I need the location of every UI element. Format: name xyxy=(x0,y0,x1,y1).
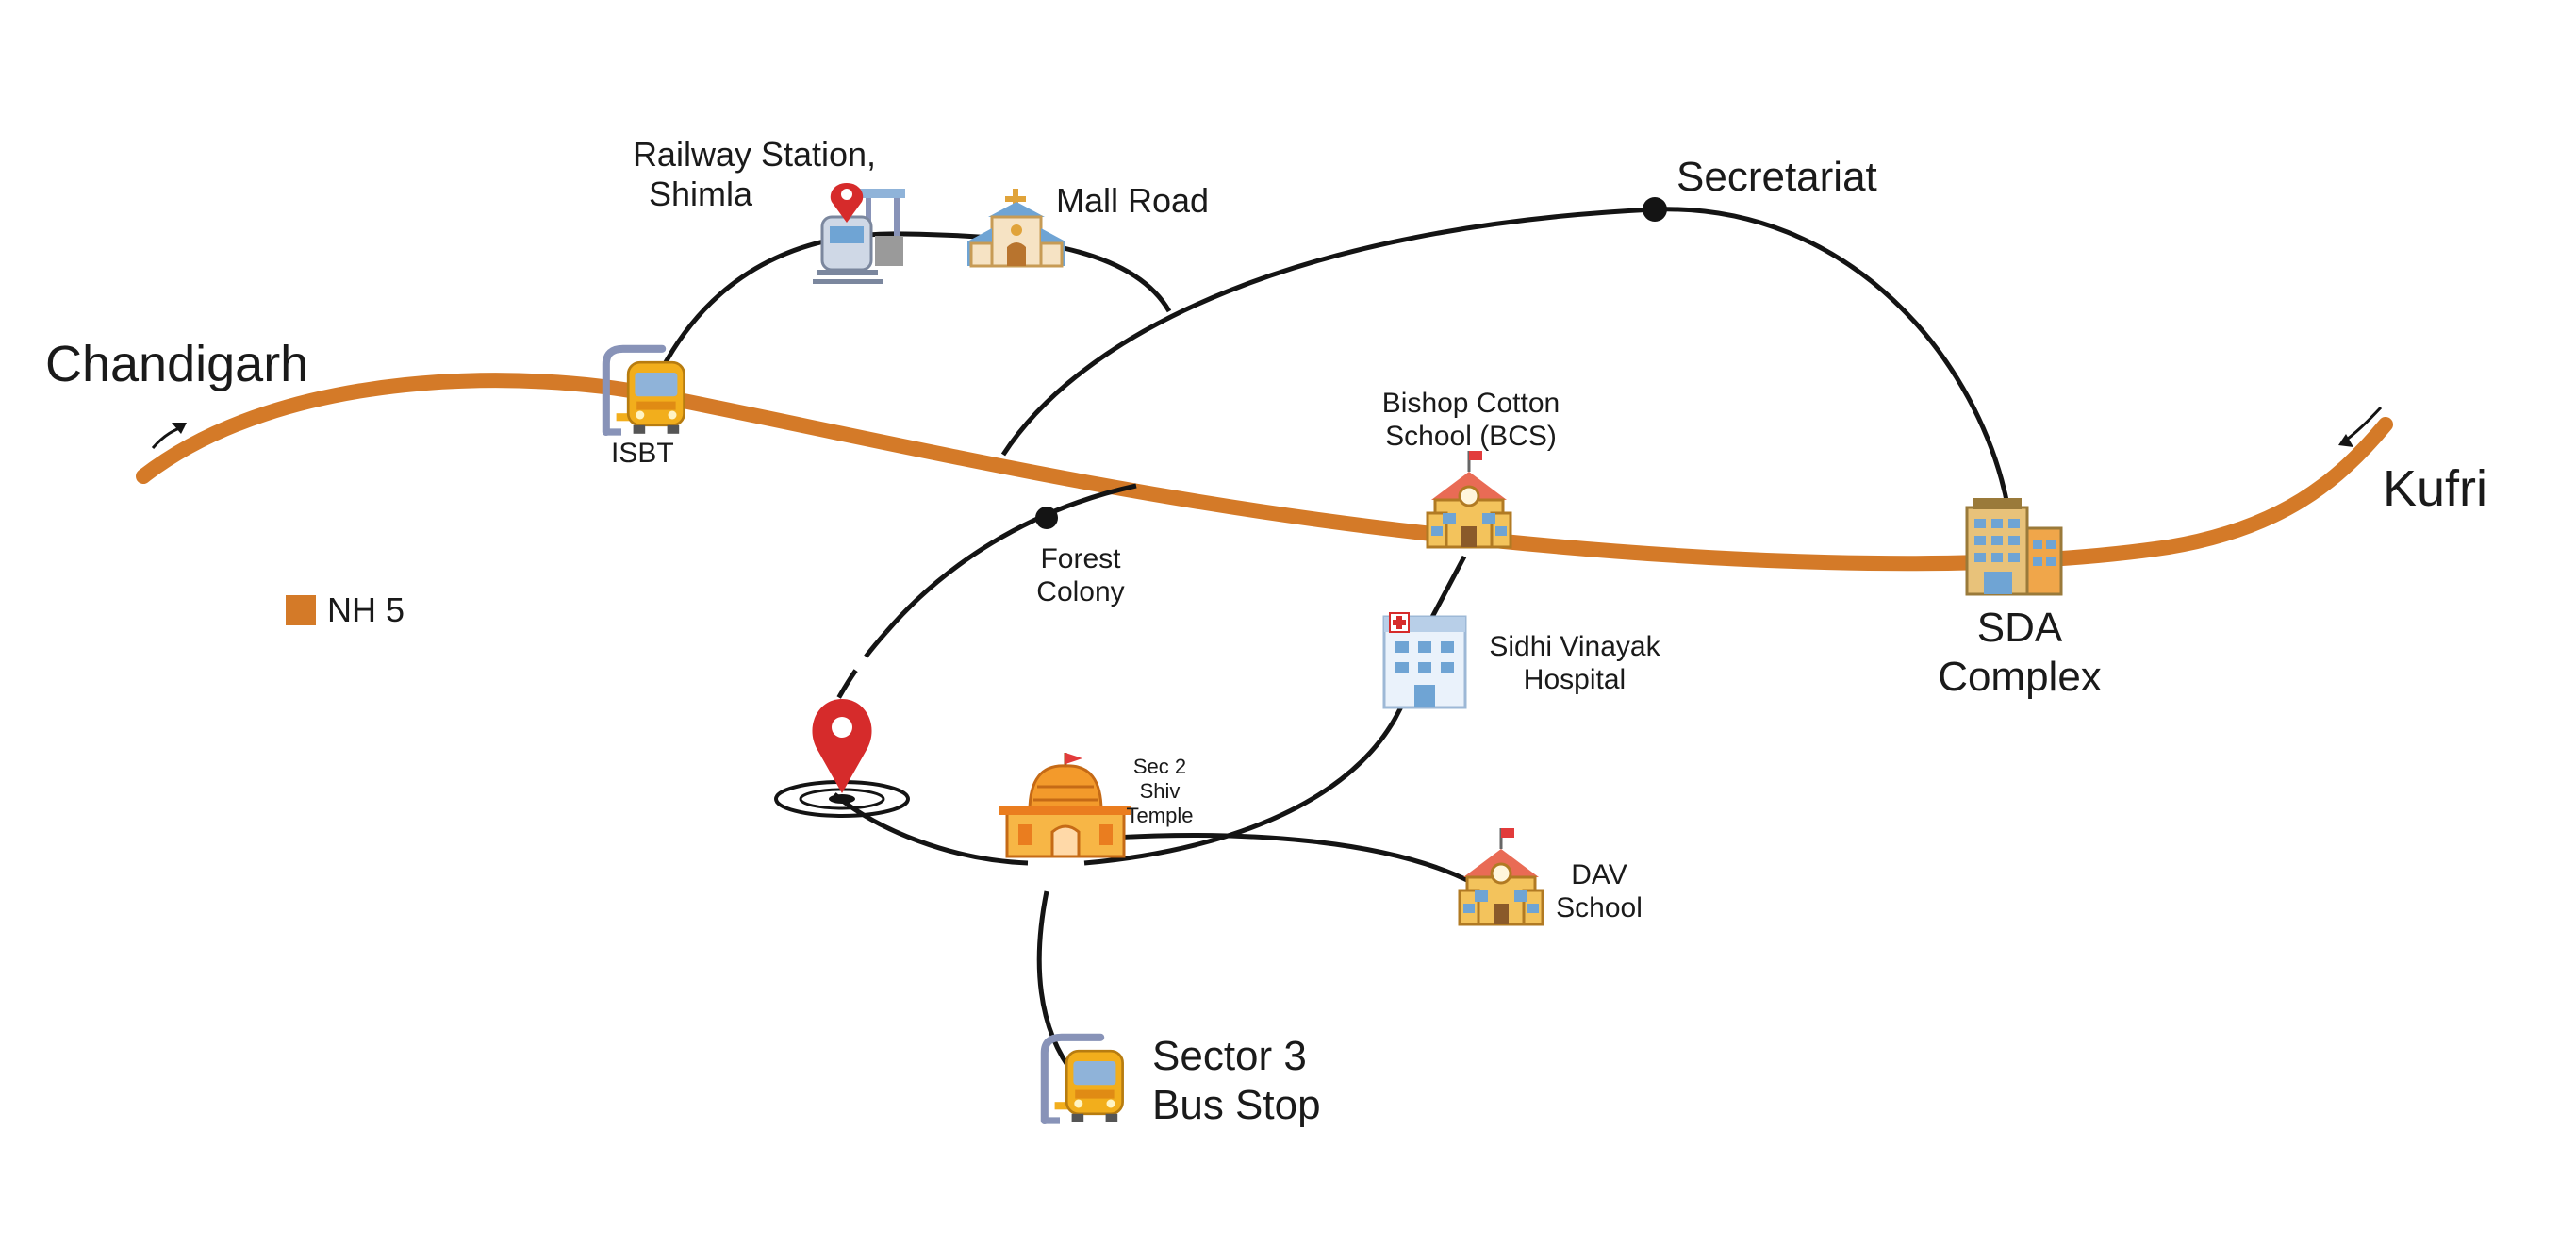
location-pin-icon xyxy=(774,699,910,818)
secretariat-dot xyxy=(1643,197,1667,222)
route-forest-colony xyxy=(884,483,1137,634)
label-sda-line2: Complex xyxy=(1938,653,2102,700)
label-sda-line1: SDA xyxy=(1976,605,2063,651)
legend-swatch-nh5 xyxy=(286,595,316,626)
label-shiv-temple-line1: Sec 2 xyxy=(1132,755,1187,778)
label-sector3-line1: Sector 3 xyxy=(1152,1033,1307,1079)
arrow-kufri-icon xyxy=(2338,406,2383,447)
train-station-icon xyxy=(813,183,905,284)
dav-school-icon xyxy=(1458,826,1544,926)
label-mall-road: Mall Road xyxy=(1056,181,1210,220)
label-forest-colony: Forest Colony xyxy=(1024,542,1137,609)
label-bcs-line2: School (BCS) xyxy=(1385,421,1557,453)
label-sidhi-vinayak: Sidhi Vinayak Hospital xyxy=(1480,630,1669,697)
route-isbt-railway-mallroad xyxy=(657,231,1172,374)
route-pin-temple xyxy=(833,792,1029,866)
label-dav-school: DAV School xyxy=(1543,858,1656,925)
label-dav-line1: DAV xyxy=(1571,859,1627,890)
label-secretariat: Secretariat xyxy=(1676,154,1877,200)
route-temple-hospital-bcs xyxy=(1083,555,1467,866)
label-dav-line2: School xyxy=(1556,892,1643,924)
route-temple-sector3 xyxy=(1036,890,1077,1077)
label-sector3-line2: Bus Stop xyxy=(1152,1081,1321,1128)
label-sector3-bus-stop: Sector 3 Bus Stop xyxy=(1152,1032,1321,1130)
legend-label-nh5: NH 5 xyxy=(327,590,405,629)
route-temple-dav xyxy=(1112,832,1473,885)
forest-colony-dot xyxy=(1035,507,1058,529)
label-kufri: Kufri xyxy=(2383,460,2488,517)
label-shiv-temple: Sec 2 Shiv Temple xyxy=(1122,755,1197,828)
highway-nh5 xyxy=(136,373,2393,572)
label-bcs: Bishop Cotton School (BCS) xyxy=(1377,387,1565,454)
label-sda-complex: SDA Complex xyxy=(1916,604,2123,702)
sda-office-building-icon xyxy=(1965,498,2063,596)
church-icon xyxy=(967,189,1065,268)
legend: NH 5 xyxy=(286,590,405,630)
route-secretariat-arc xyxy=(1000,207,2011,510)
label-isbt: ISBT xyxy=(611,438,674,469)
label-sidhi-vinayak-line1: Sidhi Vinayak xyxy=(1489,631,1660,662)
label-chandigarh: Chandigarh xyxy=(45,336,309,392)
label-shiv-temple-line2: Shiv xyxy=(1139,778,1181,803)
label-shiv-temple-line3: Temple xyxy=(1126,803,1194,827)
bcs-school-icon xyxy=(1426,449,1512,549)
label-railway-station-line2: Shimla xyxy=(649,175,753,214)
label-forest-colony-line1: Forest xyxy=(1040,543,1121,574)
hospital-icon xyxy=(1382,612,1467,709)
temple-icon xyxy=(999,753,1131,858)
label-railway-station: Railway Station, Shimla xyxy=(622,135,886,215)
route-forest-colony-dashed xyxy=(832,630,888,707)
label-railway-station-line1: Railway Station, xyxy=(632,135,877,174)
label-bcs-line1: Bishop Cotton xyxy=(1381,388,1560,419)
arrow-chandigarh-icon xyxy=(151,423,187,449)
label-sidhi-vinayak-line2: Hospital xyxy=(1523,664,1627,696)
label-forest-colony-line2: Colony xyxy=(1036,576,1125,608)
